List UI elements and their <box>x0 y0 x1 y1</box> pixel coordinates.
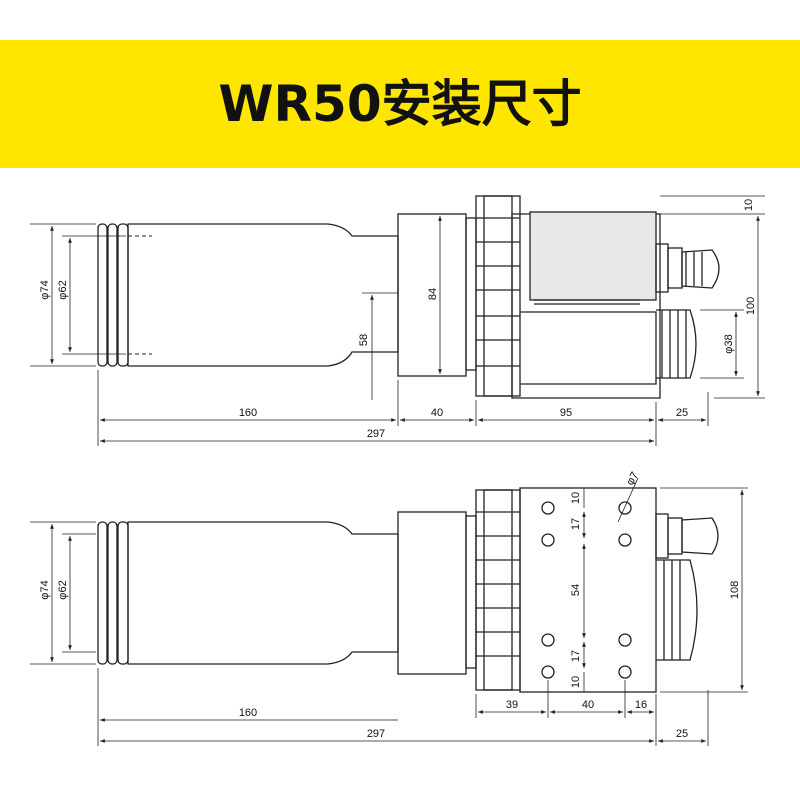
top-dim-phi74: φ74 <box>39 580 51 599</box>
side-dim-10: 10 <box>743 199 755 211</box>
side-dim-40: 40 <box>431 407 443 419</box>
side-cable-gland <box>655 243 720 293</box>
top-dim-17b: 17 <box>570 650 582 662</box>
side-dim-297: 297 <box>367 428 385 440</box>
top-dim-10a: 10 <box>570 492 582 504</box>
top-grip-rings <box>97 521 129 665</box>
side-grip-rings <box>97 223 152 367</box>
side-clamp-fins <box>475 195 521 397</box>
top-dim-160: 160 <box>239 707 257 719</box>
side-dim-25: 25 <box>676 407 688 419</box>
side-dim-84: 84 <box>427 288 439 300</box>
top-dim-phi7: φ7 <box>624 470 641 487</box>
side-dim-phi38: φ38 <box>723 334 735 353</box>
side-dim-160: 160 <box>239 407 257 419</box>
top-mount-holes <box>541 501 632 679</box>
top-dim-phi62: φ62 <box>57 580 69 599</box>
top-dim-54: 54 <box>570 584 582 596</box>
side-dim-100: 100 <box>745 297 757 315</box>
side-dim-phi62: φ62 <box>57 280 69 299</box>
top-hose <box>656 559 698 661</box>
top-front-flange <box>397 511 467 675</box>
top-view: φ74 φ62 10 17 54 17 10 φ7 108 39 <box>30 470 748 746</box>
title-banner: WR50安装尺寸 <box>0 40 800 168</box>
side-junction-box <box>529 211 657 301</box>
top-cable-gland <box>655 513 719 559</box>
top-dim-297: 297 <box>367 728 385 740</box>
side-hose <box>520 309 697 385</box>
top-clamp-fins <box>475 489 521 691</box>
side-dim-95: 95 <box>560 407 572 419</box>
top-motor-body <box>127 521 399 665</box>
top-mount-plate <box>519 487 657 693</box>
top-dim-39: 39 <box>506 699 518 711</box>
top-dim-108: 108 <box>729 581 741 599</box>
side-view: φ74 φ62 58 84 10 100 φ38 160 40 95 25 29… <box>30 195 765 446</box>
top-dim-17a: 17 <box>570 518 582 530</box>
side-dim-phi74: φ74 <box>39 280 51 299</box>
top-dim-10b: 10 <box>570 676 582 688</box>
top-dim-16: 16 <box>635 699 647 711</box>
top-dim-25: 25 <box>676 728 688 740</box>
top-dim-40: 40 <box>582 699 594 711</box>
page-title: WR50安装尺寸 <box>218 75 582 133</box>
side-dim-58: 58 <box>358 334 370 346</box>
